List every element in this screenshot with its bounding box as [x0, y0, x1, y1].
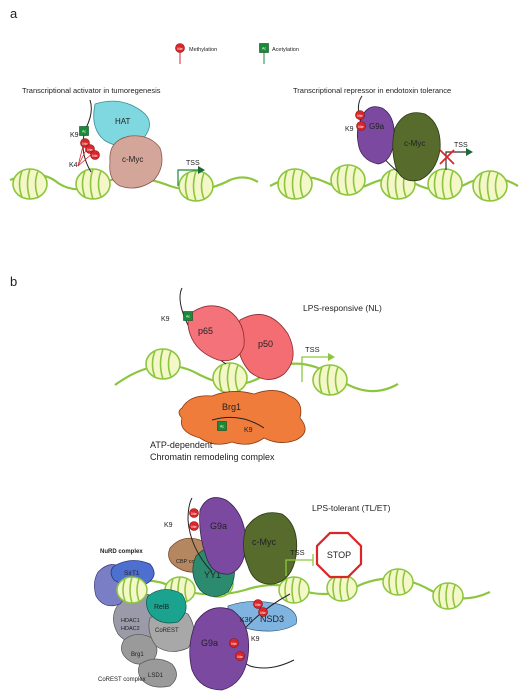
- complex-label-line1: ATP-dependent: [150, 440, 213, 450]
- panel-a-label: a: [10, 6, 18, 21]
- relb-label: RelB: [154, 604, 170, 611]
- cmyc-label: c-Myc: [252, 537, 276, 547]
- k9-label: K9: [345, 126, 354, 133]
- stop-sign-icon: [315, 531, 363, 579]
- nucleosome: [278, 576, 310, 604]
- panel-b-nl: LPS-responsive (NL) p50 p65 K9 TSS Brg1 …: [114, 287, 399, 462]
- cmyc-protein: [243, 512, 298, 585]
- nucleosome: [277, 168, 313, 200]
- panel-a-left-title: Transcriptional activator in tumoregenes…: [22, 86, 161, 95]
- corest-label: CoREST: [155, 628, 179, 634]
- k9-label: K9: [161, 316, 170, 323]
- panel-a-right-title: Transcriptional repressor in endotoxin t…: [293, 86, 451, 95]
- hdac1-label: HDAC1: [121, 618, 140, 624]
- nucleosome: [382, 568, 414, 596]
- tss-label: TSS: [305, 345, 320, 354]
- nsd3-label: NSD3: [260, 614, 284, 624]
- panel-b-tl: LPS-tolerant (TL/ET) HDAC1 HDAC2 CoREST …: [94, 497, 491, 691]
- acetylation-icon: [183, 311, 193, 321]
- g9a-bottom-protein: [189, 607, 250, 691]
- nurd-label: NuRD complex: [100, 549, 143, 555]
- k4-label: K4: [69, 162, 78, 169]
- nucleosome: [212, 362, 248, 394]
- k9-label: K9: [70, 132, 79, 139]
- methylation-icon: [90, 150, 100, 160]
- methylation-icon: [258, 607, 268, 617]
- k9-bottom-label: K9: [251, 636, 260, 643]
- yy1-label: YY1: [204, 570, 221, 580]
- panel-b-label: b: [10, 274, 17, 289]
- legend-methylation: Methylation: [175, 43, 217, 64]
- g9a-bottom-label: G9a: [201, 638, 218, 648]
- lsd1-label: LSD1: [148, 673, 164, 679]
- nucleosome: [145, 348, 181, 380]
- nucleosome: [326, 574, 358, 602]
- methylation-icon: [355, 110, 365, 120]
- sirt1-label: SirT1: [124, 570, 140, 577]
- tss-label: TSS: [186, 160, 200, 167]
- k9-lower-label: K9: [244, 427, 253, 434]
- acetylation-icon: [217, 421, 227, 431]
- relb-protein: [146, 589, 187, 624]
- tss-arrow-icon: [328, 353, 335, 361]
- nucleosome: [12, 168, 48, 200]
- nl-title: LPS-responsive (NL): [303, 303, 382, 313]
- brg1-protein: [178, 390, 306, 445]
- nucleosome: [178, 170, 214, 202]
- nucleosome: [432, 582, 464, 610]
- nucleosome: [116, 576, 148, 604]
- acetylation-icon: [259, 43, 269, 53]
- brg1-gray-label: Brg1: [131, 652, 144, 658]
- tl-title: LPS-tolerant (TL/ET): [312, 503, 391, 513]
- tss-label: TSS: [290, 548, 305, 557]
- cmyc-protein: [109, 135, 163, 189]
- legend-acetylation: Acetylation: [259, 43, 299, 64]
- g9a-protein: [356, 106, 395, 165]
- hat-label: HAT: [115, 117, 131, 126]
- legend-acetylation-label: Acetylation: [272, 47, 299, 53]
- cmyc-protein: [392, 112, 441, 182]
- complex-label-line2: Chromatin remodeling complex: [150, 452, 275, 462]
- acetylation-icon: [79, 126, 89, 136]
- tss-arrow-icon: [198, 166, 205, 174]
- panel-a-left: Transcriptional activator in tumoregenes…: [9, 86, 259, 202]
- p50-label: p50: [258, 339, 273, 349]
- tss-label: TSS: [454, 142, 468, 149]
- hdac2-label: HDAC2: [121, 626, 140, 632]
- cmyc-label: c-Myc: [122, 155, 143, 164]
- blocked-x-icon: [439, 149, 455, 165]
- lsd1-protein: [138, 658, 177, 688]
- cbp-label: CBP complex: [176, 559, 209, 565]
- p65-label: p65: [198, 326, 213, 336]
- g9a-top-protein: [199, 497, 247, 575]
- cmyc-label: c-Myc: [404, 139, 425, 148]
- k9-top-label: K9: [164, 522, 173, 529]
- methylation-icon: [253, 599, 263, 609]
- nucleosome: [427, 168, 463, 200]
- methylation-icon: [235, 651, 245, 661]
- brg1-label: Brg1: [222, 402, 241, 412]
- nucleosome: [472, 170, 508, 202]
- methylation-icon: [189, 521, 199, 531]
- p50-protein: [237, 314, 294, 380]
- stop-label: STOP: [327, 550, 351, 560]
- panel-a-right: Transcriptional repressor in endotoxin t…: [269, 86, 519, 202]
- k36-label: K36: [240, 617, 253, 624]
- nucleosome: [75, 168, 111, 200]
- p65-protein: [187, 305, 245, 362]
- methylation-icon: [175, 43, 185, 53]
- g9a-top-label: G9a: [210, 521, 227, 531]
- tss-arrow-icon: [466, 148, 473, 156]
- g9a-label: G9a: [369, 122, 385, 131]
- corest-complex-label: CoREST complex: [98, 677, 146, 683]
- methylation-icon: [229, 638, 239, 648]
- nucleosome: [312, 364, 348, 396]
- nucleosome: [330, 164, 366, 196]
- legend-methylation-label: Methylation: [189, 47, 217, 53]
- methylation-icon: [189, 508, 199, 518]
- methylation-icon: [356, 121, 366, 131]
